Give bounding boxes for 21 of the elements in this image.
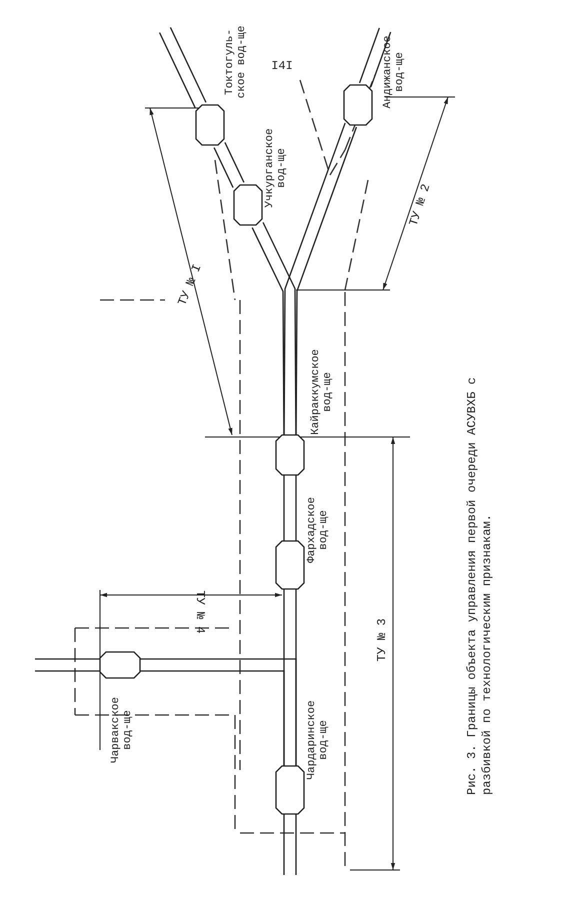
river-channel <box>283 814 297 875</box>
river-channel <box>214 142 244 188</box>
river-channel <box>159 27 206 108</box>
dimension-label: ТУ № I <box>174 261 206 310</box>
reservoir-label: Учкурганское вод-ще <box>264 127 288 210</box>
river-channel <box>283 122 358 436</box>
dimension-label: ТУ № 3 <box>376 617 388 664</box>
dimension-label: ТУ № 2 <box>406 181 434 230</box>
reservoir-label: Фархадское вод-ще <box>306 496 330 566</box>
figure-caption: Рис. 3. Границы объекта управления первой очереди АСУВХБ с разбивкой по технологическим признакам. <box>465 376 495 795</box>
reservoir-label: Андижанское вод-ще <box>382 34 406 110</box>
page-number: I4I <box>270 60 294 72</box>
reservoir-label: Кайраккумское вод-ще <box>310 348 334 437</box>
river-channel <box>35 658 100 672</box>
river-channel <box>140 658 297 766</box>
river-channel <box>358 28 392 88</box>
reservoir-label: Токтогуль-ское вод-ще <box>224 24 248 100</box>
river-channel <box>283 475 297 541</box>
reservoir-label: Чарвакское вод-ще <box>110 696 134 766</box>
reservoir-label: Чардаринское вод-ще <box>306 699 330 782</box>
dimension-label: ТУ № 4 <box>194 589 206 636</box>
